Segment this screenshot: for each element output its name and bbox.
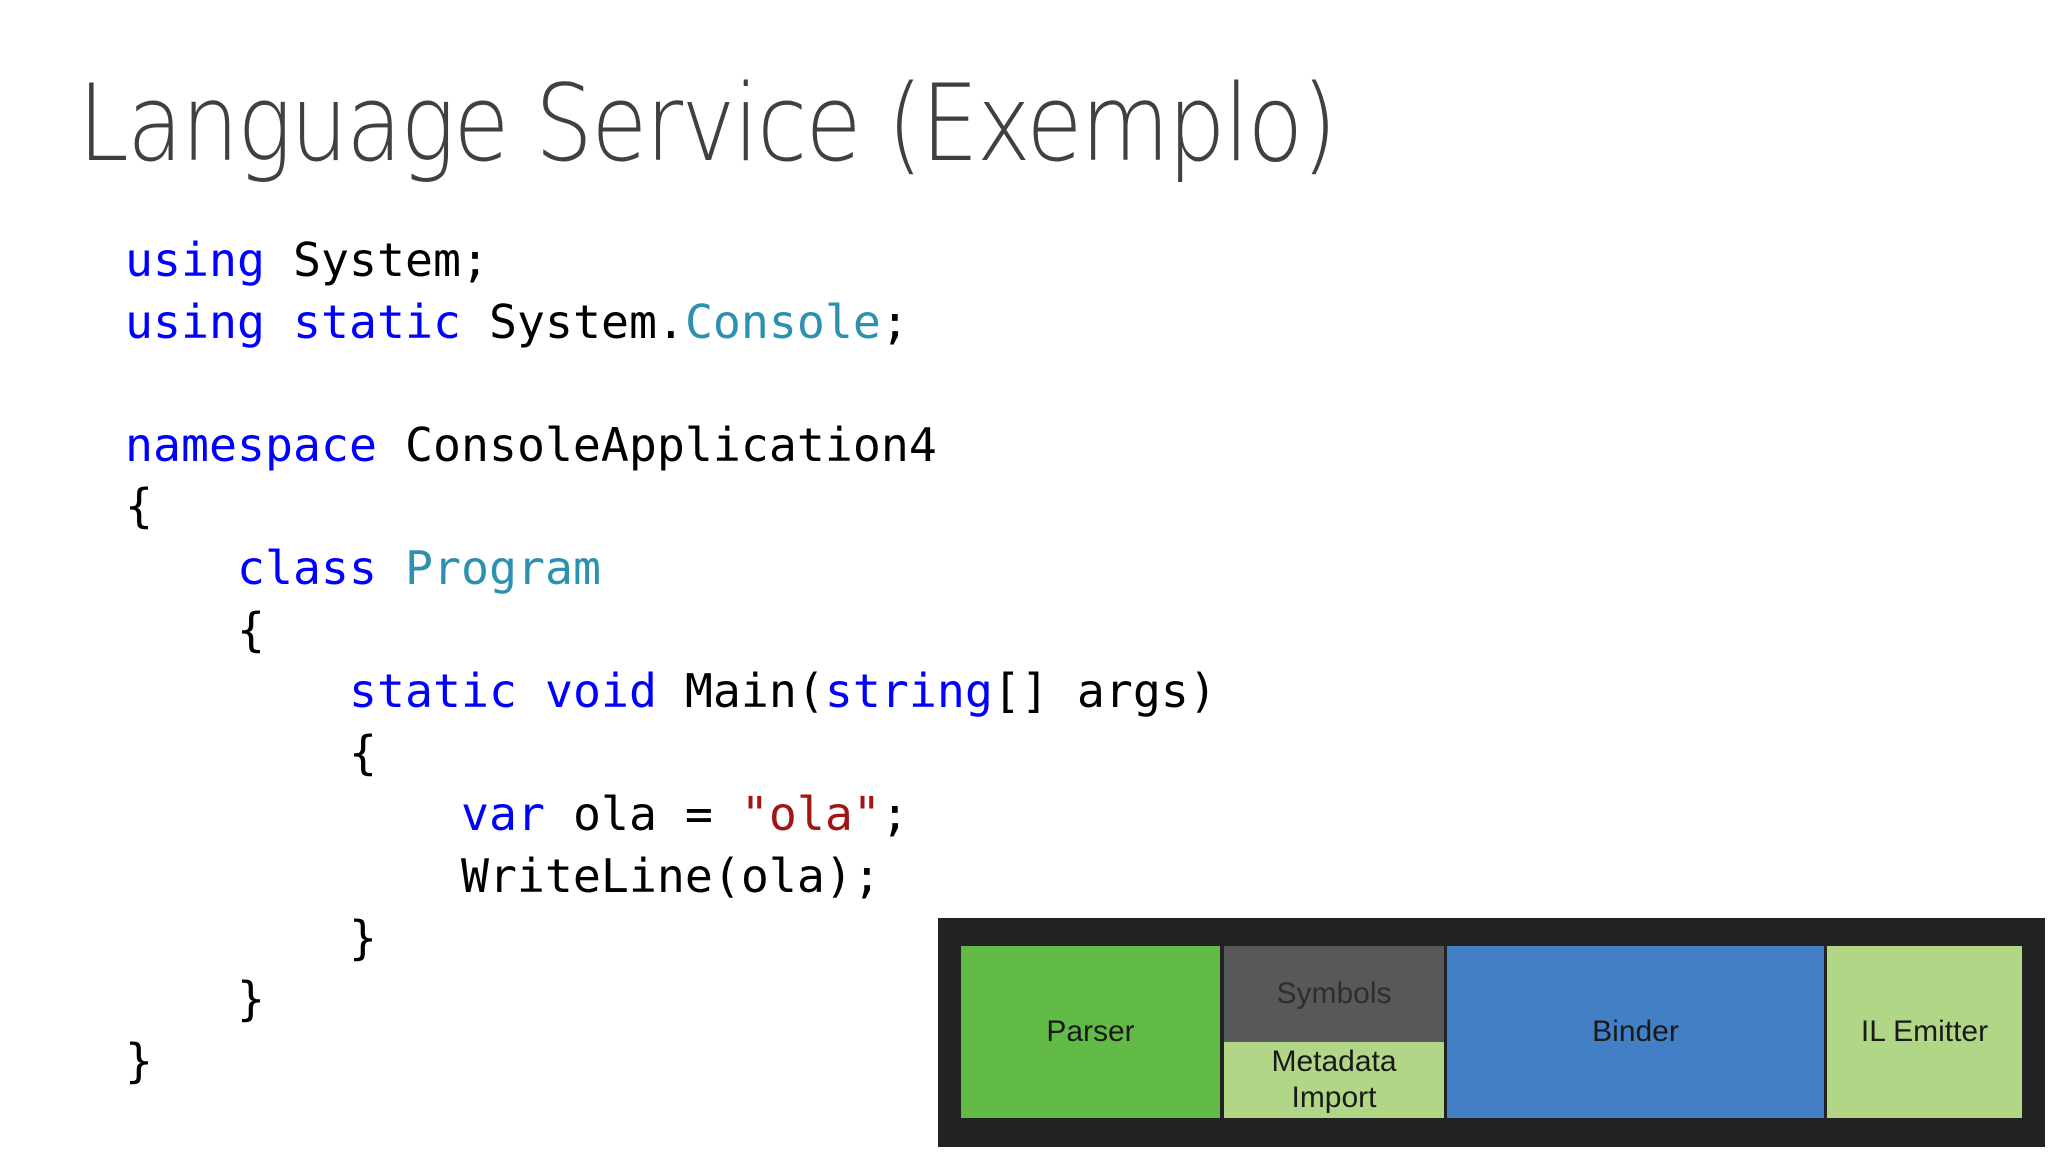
code-line: }	[125, 969, 1217, 1031]
keyword-token: class	[236, 540, 377, 595]
code-line: WriteLine(ola);	[125, 846, 1217, 908]
il-emitter-block: IL Emitter	[1827, 946, 2022, 1118]
code-line: using static System.Console;	[125, 292, 1217, 354]
code-line: static void Main(string[] args)	[125, 661, 1217, 723]
type-token: Program	[404, 540, 601, 595]
code-line: var ola = "ola";	[125, 784, 1217, 846]
keyword-token: using	[125, 294, 265, 349]
compiler-pipeline-diagram: Parser Symbols Metadata Import Binder IL…	[938, 918, 2045, 1147]
keyword-token: var	[460, 787, 545, 842]
binder-label: Binder	[1592, 1015, 1679, 1048]
slide-title: Language Service (Exemplo)	[78, 62, 1337, 185]
code-line: namespace ConsoleApplication4	[125, 415, 1217, 477]
code-token: ConsoleApplication4	[376, 417, 937, 472]
keyword-token: using	[125, 233, 265, 287]
code-line: {	[125, 476, 1217, 538]
keyword-token: static	[292, 294, 461, 349]
symbols-label: Symbols	[1276, 977, 1392, 1010]
keyword-token: void	[544, 664, 657, 719]
code-line: {	[125, 600, 1217, 662]
code-token: }	[125, 910, 377, 965]
code-line: class Program	[125, 538, 1217, 600]
code-token: }	[125, 1033, 153, 1088]
code-token: Main(	[656, 664, 825, 719]
code-token: {	[125, 602, 265, 657]
code-token: WriteLine(ola);	[125, 848, 881, 903]
type-token: Console	[684, 294, 881, 349]
code-line: }	[125, 908, 1217, 970]
code-line: }	[125, 1031, 1217, 1093]
metadata-import-block: Metadata Import	[1224, 1042, 1444, 1118]
parser-label: Parser	[1046, 1015, 1135, 1048]
code-token	[517, 664, 545, 718]
string-token: "ola"	[740, 787, 881, 842]
code-line	[125, 353, 1217, 415]
code-token: [] args)	[992, 664, 1217, 719]
symbols-block: Symbols	[1224, 946, 1444, 1042]
il-emitter-label: IL Emitter	[1860, 1015, 1989, 1048]
code-token: ;	[880, 294, 909, 349]
code-token: System.	[460, 294, 685, 349]
keyword-token: namespace	[125, 417, 377, 472]
code-line: {	[125, 723, 1217, 785]
code-block: using System;using static System.Console…	[125, 230, 1217, 1092]
parser-block: Parser	[961, 946, 1220, 1118]
code-token	[377, 541, 405, 595]
code-token: {	[125, 479, 153, 534]
code-token	[265, 295, 293, 349]
code-token	[125, 787, 461, 841]
code-token	[125, 664, 349, 718]
code-token: ola =	[544, 787, 741, 842]
code-token: System;	[264, 233, 489, 287]
binder-block: Binder	[1447, 946, 1824, 1118]
code-token	[125, 541, 237, 595]
code-token: {	[125, 725, 377, 780]
metadata-import-label: Metadata Import	[1271, 1045, 1397, 1114]
keyword-token: string	[824, 664, 993, 719]
code-token: }	[125, 972, 265, 1027]
keyword-token: static	[348, 664, 517, 719]
code-token: ;	[880, 787, 909, 842]
code-line: using System;	[125, 230, 1217, 292]
